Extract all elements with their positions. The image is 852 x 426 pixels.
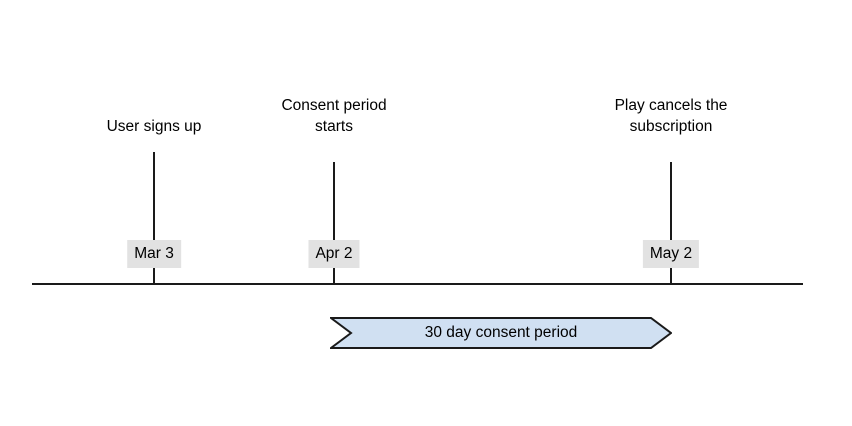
marker-label-user-signs-up: User signs up <box>106 118 202 135</box>
marker-label-consent-period-starts: Consent period starts <box>281 97 387 135</box>
banner-label: 30 day consent period <box>424 324 578 341</box>
marker-label-play-cancels-subscription: Play cancels the subscription <box>614 97 728 135</box>
marker-tick-play-cancels-subscription <box>670 162 672 285</box>
marker-date-apr-2: Apr 2 <box>308 240 360 268</box>
timeline-axis <box>32 283 803 285</box>
marker-tick-consent-period-starts <box>333 162 335 285</box>
marker-date-mar-3: Mar 3 <box>127 240 181 268</box>
marker-tick-user-signs-up <box>153 152 155 285</box>
banner-arrow-shape <box>330 317 672 349</box>
marker-date-may-2: May 2 <box>642 240 700 268</box>
consent-period-banner: 30 day consent period <box>330 317 672 349</box>
